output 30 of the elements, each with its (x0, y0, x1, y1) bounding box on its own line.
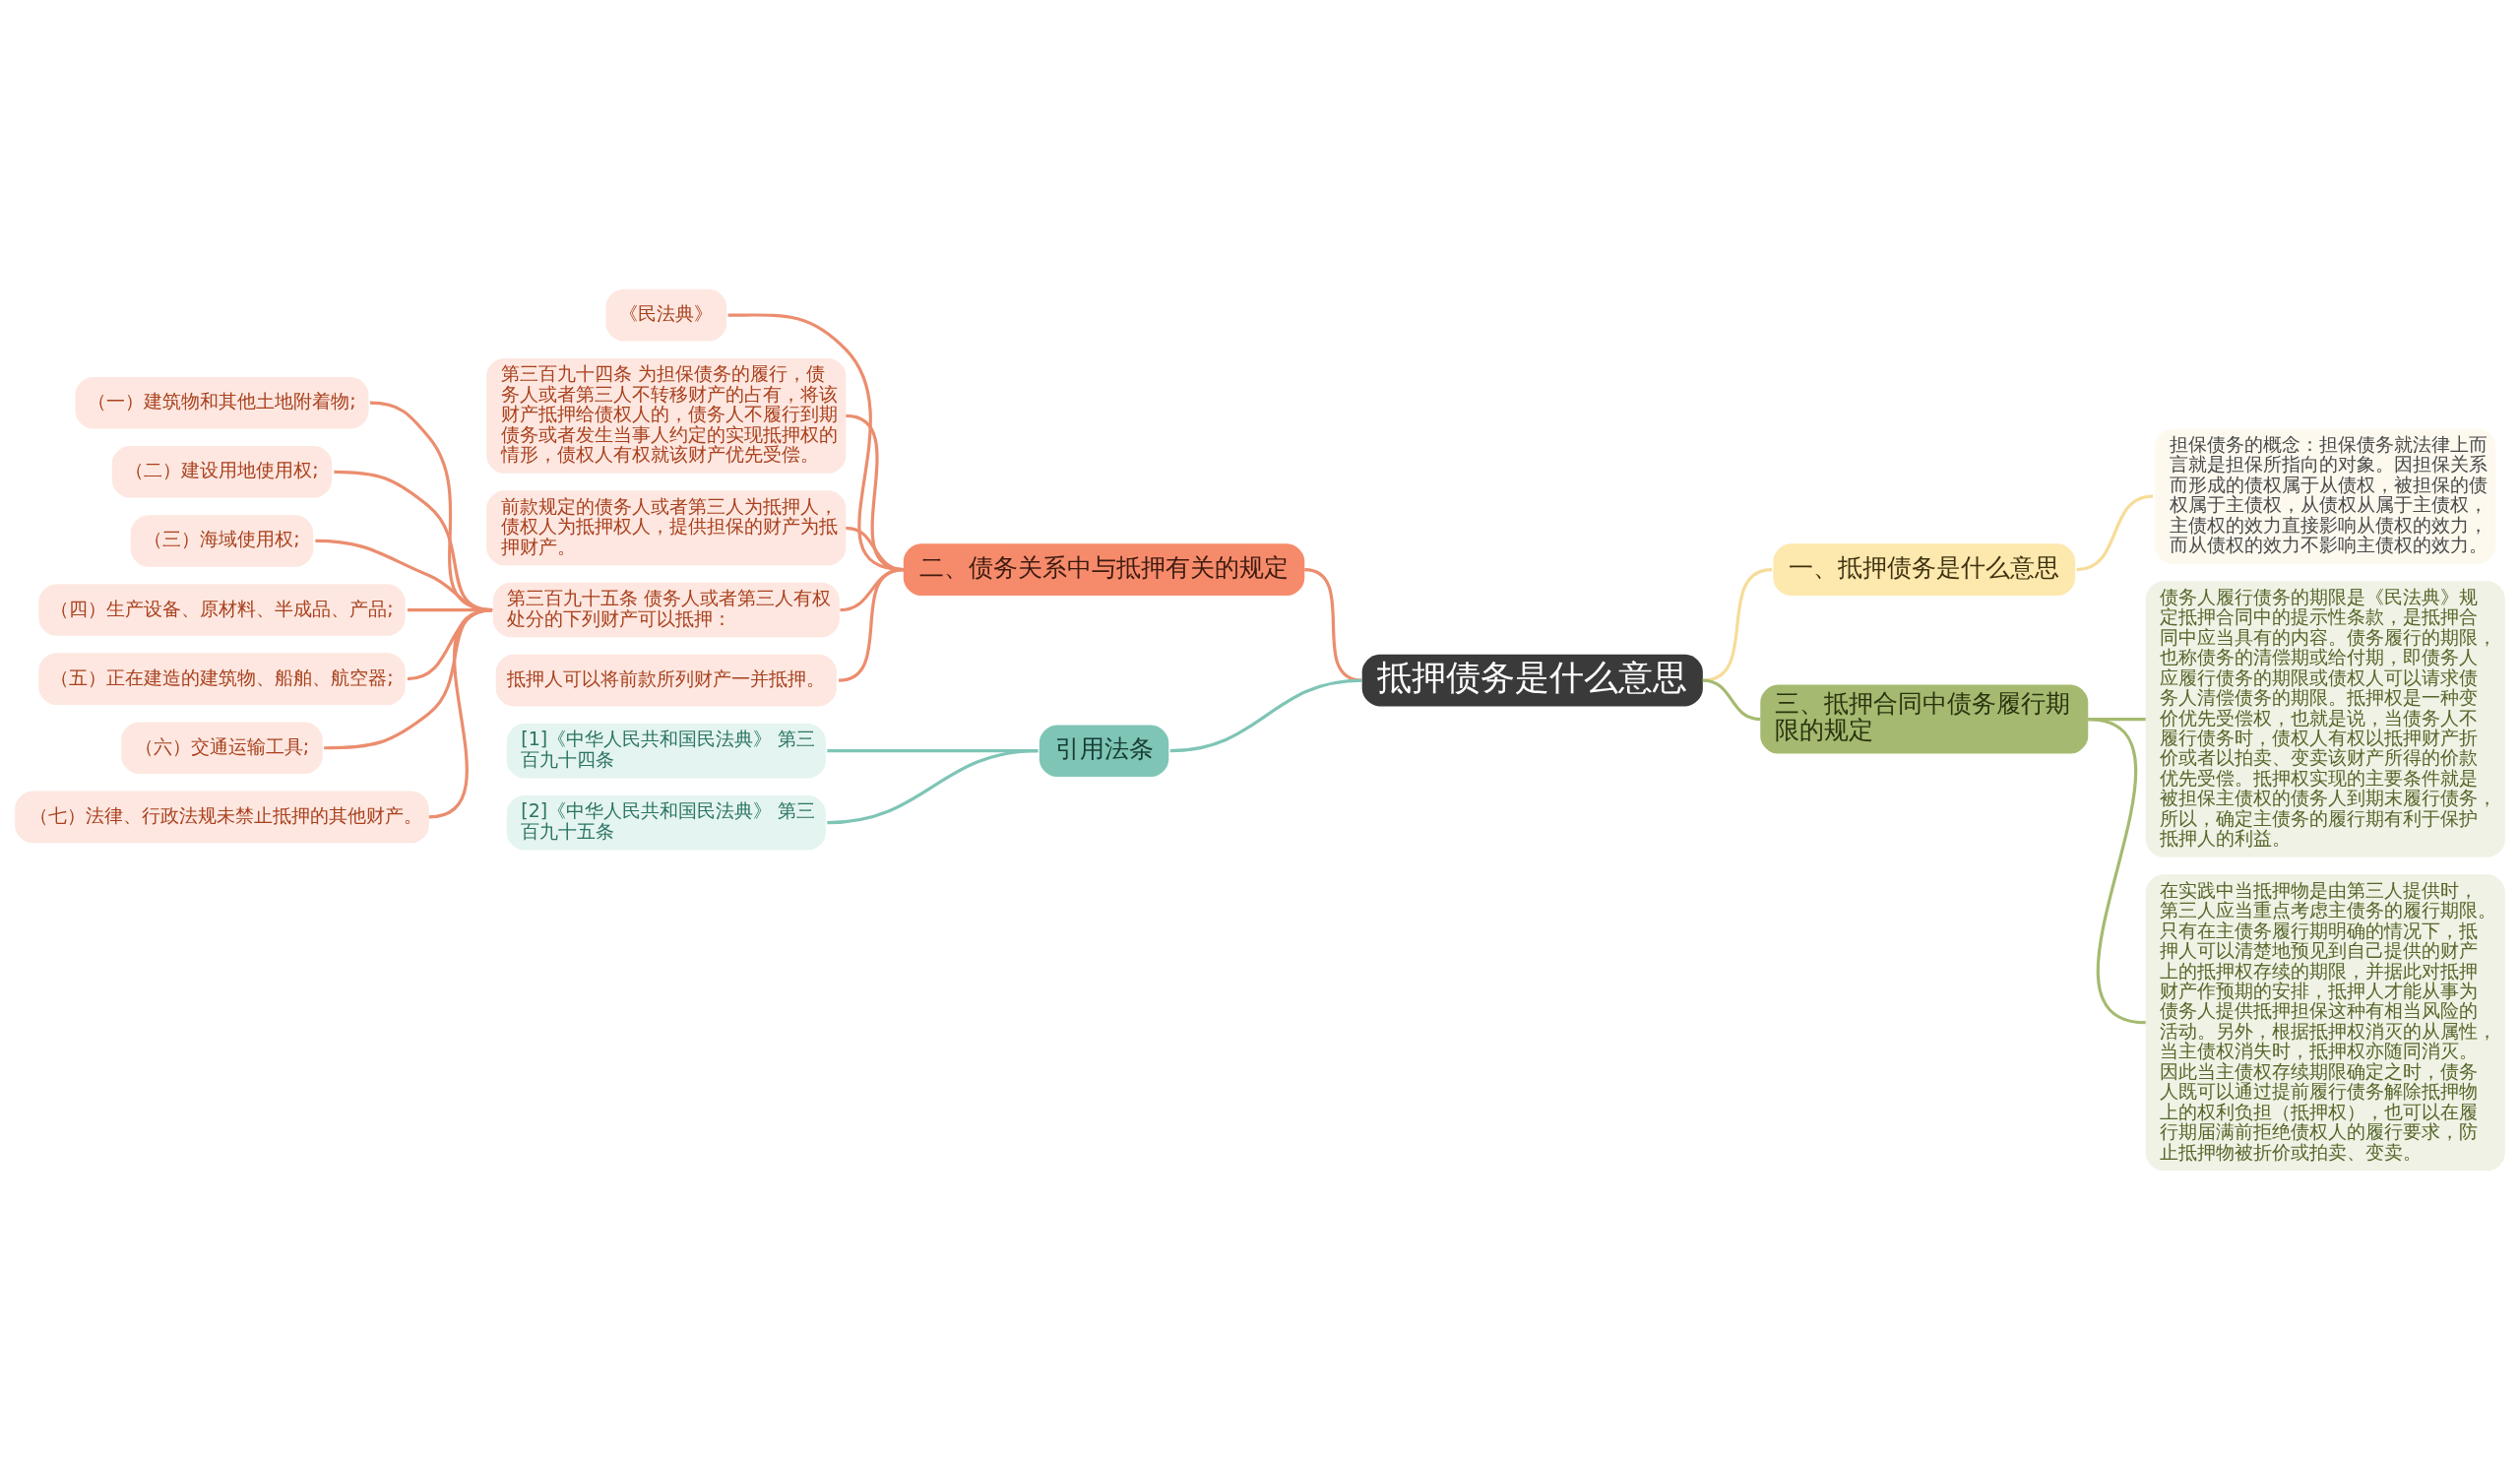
connector (838, 567, 905, 682)
node-box: 二、债务关系中与抵押有关的规定 (903, 542, 1305, 596)
node-box: （六）交通运输工具; (121, 721, 323, 774)
node-box: 第三百九十五条 债务人或者第三人有权处分的下列财产可以抵押： (492, 582, 840, 637)
connector (1702, 678, 1761, 721)
connector (2087, 717, 2147, 1024)
node-box: 《民法典》 (605, 288, 727, 341)
node-box: （三）海域使用权; (130, 514, 314, 567)
node-box: （一）建筑物和其他土地附着物; (75, 376, 369, 428)
node-box: 在实践中当抵押物是由第三人提供时，第三人应当重点考虑主债务的履行期限。只有在主债务履行期明确的情况下，抵押人可以清楚地预见到自己提供的财产上的抵押权存续的期限，并据此对抵押财产作预期的安排，抵押人才能从事为债务人提供抵押担保这种有相当风险的活动。另外，根据抵押权消灭的从属性，当主债权消失时，抵押权亦随同消灭。因此当主债权存续期限确定之时，债务人既可以通过提前履行债务解除抵押物上的权利负担（抵押权），也可以在履行期届满前拒绝债权人的履行要求，防止抵押物被折价或拍卖、变卖。 (2145, 873, 2505, 1171)
connector (1702, 567, 1773, 682)
node-box: 抵押人可以将前款所列财产一并抵押。 (495, 654, 837, 706)
connector (1169, 678, 1362, 752)
node-box: [2]《中华人民共和国民法典》 第三百九十五条 (506, 794, 826, 850)
connector (2076, 494, 2154, 571)
node-box: （二）建设用地使用权; (111, 445, 333, 498)
node-box: 债务人履行债务的期限是《民法典》规定抵押合同中的提示性条款，是抵押合同中应当具有的内容。债务履行的期限，也称债务的清偿期或给付期，即债务人应履行债务的期限或债权人可以请求债务人清偿债务的期限。抵押权是一种变价优先受偿权，也就是说，当债务人不履行债务时，债权人有权以抵押财产折价或者以拍卖、变卖该财产所得的价款优先受偿。抵押权实现的主要条件就是被担保主债权的债务人到期末履行债务，所以，确定主债务的履行期有利于保护抵押人的利益。 (2145, 580, 2505, 857)
node-box: 前款规定的债务人或者第三人为抵押人，债权人为抵押权人，提供担保的财产为抵押财产。 (486, 489, 847, 565)
node-box: 抵押债务是什么意思 (1361, 654, 1703, 706)
connector (827, 748, 1039, 824)
node-box: （五）正在建造的建筑物、船舶、航空器; (38, 652, 406, 705)
node-box: （四）生产设备、原材料、半成品、产品; (38, 583, 406, 636)
node-box: 第三百九十四条 为担保债务的履行，债务人或者第三人不转移财产的占有，将该财产抵押给债权人的，债务人不履行到期债务或者发生当事人约定的实现抵押权的情形，债权人有权就该财产优先受偿。 (486, 357, 847, 474)
connector (428, 607, 493, 818)
node-box: （七）法律、行政法规未禁止抵押的其他财产。 (15, 791, 429, 843)
node-box: [1]《中华人民共和国民法典》 第三百九十四条 (506, 723, 826, 778)
node-box: 引用法条 (1039, 724, 1169, 777)
connector (1304, 567, 1362, 682)
node-box: 三、抵押合同中债务履行期限的规定 (1760, 684, 2089, 754)
node-box: 一、抵押债务是什么意思 (1773, 542, 2076, 596)
